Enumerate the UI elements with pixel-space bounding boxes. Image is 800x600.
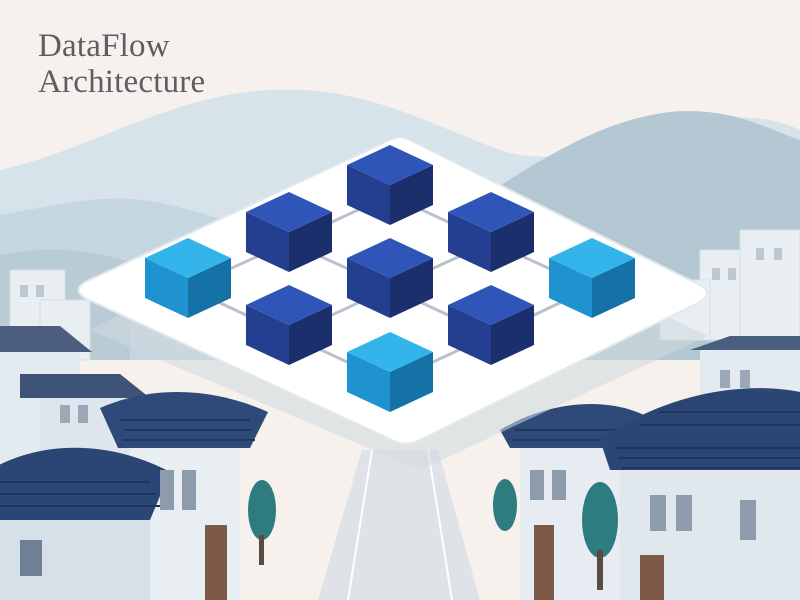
node-top (347, 145, 433, 225)
node-face-top (246, 285, 332, 325)
node-left (145, 238, 231, 318)
node-face-top (549, 238, 635, 278)
window (552, 470, 566, 500)
window (182, 470, 196, 510)
window (160, 470, 174, 510)
tree-trunk (597, 550, 603, 590)
node-lower-left (246, 285, 332, 365)
house-roof (20, 374, 150, 398)
node-upper-right (448, 192, 534, 272)
window (774, 248, 782, 260)
village-left (0, 326, 276, 600)
door (640, 555, 664, 600)
roof-tiles (615, 411, 800, 469)
door (534, 525, 554, 600)
house-roof (0, 326, 92, 352)
window (728, 268, 736, 280)
node-face-top (448, 192, 534, 232)
node-face-top (347, 332, 433, 372)
title-line-1: DataFlow (38, 28, 170, 64)
title-line-2: Architecture (38, 64, 206, 100)
window (740, 370, 750, 388)
window (720, 370, 730, 388)
tree-trunk (259, 535, 264, 565)
window (740, 500, 756, 540)
building-distant (739, 229, 800, 341)
node-face-top (347, 238, 433, 278)
tree (248, 480, 276, 540)
house-roof (0, 447, 170, 520)
tree (582, 482, 618, 558)
node-face-top (347, 145, 433, 185)
window (36, 285, 44, 297)
village-right (493, 336, 800, 600)
node-bottom (347, 332, 433, 412)
node-grid (145, 145, 635, 412)
road-surface (318, 450, 480, 600)
distant-windows (20, 248, 782, 297)
tree (493, 479, 517, 531)
node-center (347, 238, 433, 318)
house-roof (600, 388, 800, 470)
road-line (347, 449, 373, 600)
node-face-top (448, 285, 534, 325)
roof-tiles (120, 419, 255, 441)
window (676, 495, 692, 531)
door (205, 525, 227, 600)
window (78, 405, 88, 423)
window (756, 248, 764, 260)
road-line (427, 449, 453, 600)
road (318, 449, 480, 600)
page-title: DataFlow Architecture (38, 28, 205, 100)
node-right (549, 238, 635, 318)
window (712, 268, 720, 280)
node-face-top (145, 238, 231, 278)
window (20, 285, 28, 297)
window (650, 495, 666, 531)
window (530, 470, 544, 500)
house-roof (690, 336, 800, 350)
roof-tiles (0, 481, 160, 507)
node-face-top (246, 192, 332, 232)
node-upper-left (246, 192, 332, 272)
node-lower-right (448, 285, 534, 365)
window (60, 405, 70, 423)
window (20, 540, 42, 576)
